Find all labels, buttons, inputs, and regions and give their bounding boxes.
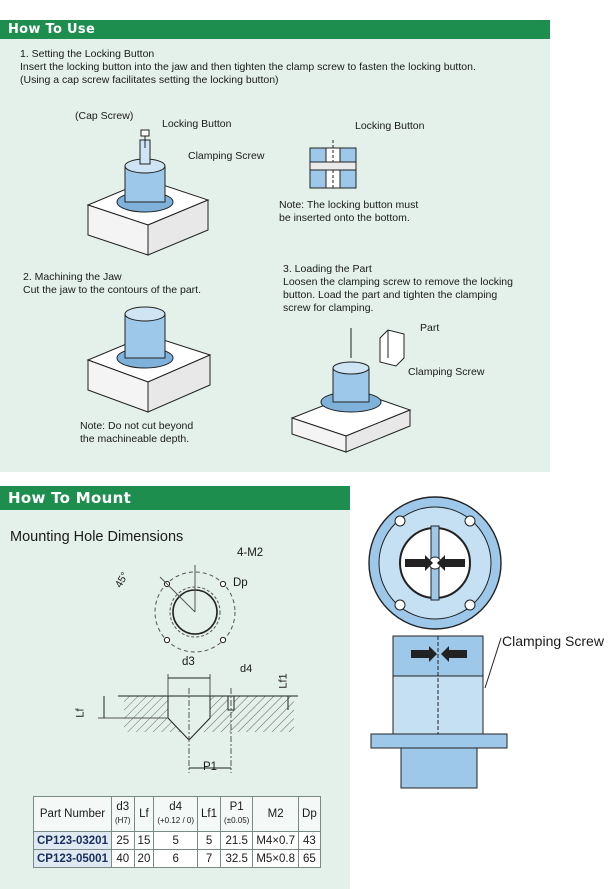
how-to-use-header: How To Use bbox=[0, 20, 550, 39]
chuck-product-figure bbox=[368, 496, 508, 789]
table-header-row: Part Number d3 (H7) Lf d4 (+0.12 / 0) Lf1 P1 (±0… bbox=[33, 796, 321, 832]
table-cell: 6 bbox=[153, 849, 199, 868]
table-cell: 21.5 bbox=[220, 831, 254, 850]
table-header-cell: M2 bbox=[252, 796, 300, 832]
label-clamping-screw-3: Clamping Screw bbox=[408, 366, 485, 378]
note2-line2: the machineable depth. bbox=[80, 433, 190, 445]
table-cell: 40 bbox=[110, 849, 135, 868]
label-d3: d3 bbox=[182, 656, 195, 668]
table-header-label: P1 bbox=[229, 801, 244, 813]
label-clamping-screw-mount: Clamping Screw bbox=[502, 633, 604, 649]
table-header-sublabel: (±0.05) bbox=[224, 816, 250, 825]
table-header-sublabel: (H7) bbox=[114, 816, 131, 825]
table-header-cell: d3 (H7) bbox=[110, 796, 135, 832]
label-cap-screw: (Cap Screw) bbox=[75, 110, 134, 122]
step3-text-line1: Loosen the clamping screw to remove the … bbox=[283, 276, 513, 288]
label-part: Part bbox=[420, 322, 440, 334]
label-d4: d4 bbox=[240, 663, 253, 675]
part-loading-figure bbox=[290, 328, 412, 453]
step2-text-line1: Cut the jaw to the contours of the part. bbox=[23, 284, 202, 296]
table-cell: 25 bbox=[110, 831, 135, 850]
label-dp: Dp bbox=[233, 577, 248, 589]
table-header-label: M2 bbox=[267, 807, 284, 820]
step1-title: 1. Setting the Locking Button bbox=[20, 48, 155, 60]
table-header-label: d3 bbox=[116, 801, 130, 813]
how-to-use-panel bbox=[0, 20, 550, 472]
label-lf: Lf bbox=[74, 708, 87, 718]
dimensions-table: Part Number d3 (H7) Lf d4 (+0.12 / 0) Lf1 P1 (±0… bbox=[33, 796, 321, 868]
label-locking-button-2: Locking Button bbox=[355, 120, 425, 132]
step3-title: 3. Loading the Part bbox=[283, 263, 372, 275]
how-to-mount-header: How To Mount bbox=[0, 486, 350, 510]
jaw-machining-figure bbox=[86, 306, 212, 413]
locking-button-section-figure bbox=[309, 140, 357, 189]
label-clamping-screw: Clamping Screw bbox=[188, 150, 265, 162]
table-cell: 43 bbox=[298, 831, 321, 850]
table-cell: 5 bbox=[153, 831, 199, 850]
note2-line1: Note: Do not cut beyond bbox=[80, 420, 194, 432]
mounting-hole-top-view bbox=[154, 565, 236, 653]
table-header-cell: Dp bbox=[298, 796, 321, 832]
chuck-setting-figure bbox=[86, 129, 210, 256]
table-cell: M5×0.8 bbox=[252, 849, 300, 868]
table-header-label: Part Number bbox=[39, 807, 106, 820]
table-header-cell: P1 (±0.05) bbox=[220, 796, 254, 832]
step3-text-line2: button. Load the part and tighten the cl… bbox=[283, 289, 498, 301]
step2-title: 2. Machining the Jaw bbox=[23, 271, 122, 283]
label-locking-button: Locking Button bbox=[162, 118, 232, 130]
part-number-cell: CP123-05001 bbox=[33, 849, 112, 868]
label-p1: P1 bbox=[203, 761, 218, 773]
table-header-label: d4 bbox=[169, 801, 183, 813]
table-cell: 32.5 bbox=[220, 849, 254, 868]
step1-text-line1: Insert the locking button into the jaw a… bbox=[20, 61, 476, 73]
note1-line2: be inserted onto the bottom. bbox=[279, 212, 410, 224]
table-cell: 5 bbox=[197, 831, 222, 850]
table-cell: M4×0.7 bbox=[252, 831, 300, 850]
mounting-hole-dimensions-title: Mounting Hole Dimensions bbox=[10, 529, 184, 545]
step1-text-line2: (Using a cap screw facilitates setting t… bbox=[20, 74, 279, 86]
note1-line1: Note: The locking button must bbox=[279, 199, 419, 211]
table-header-label: Dp bbox=[302, 807, 317, 820]
table-header-cell: Part Number bbox=[33, 796, 112, 832]
step3-text-line3: screw for clamping. bbox=[283, 302, 374, 314]
table-header-sublabel: (+0.12 / 0) bbox=[157, 816, 195, 825]
mounting-hole-section-view bbox=[98, 674, 298, 773]
label-holes: 4-M2 bbox=[237, 547, 264, 559]
table-cell: 20 bbox=[133, 849, 155, 868]
table-header-label: Lf1 bbox=[201, 807, 218, 820]
table-header-cell: Lf bbox=[133, 796, 155, 832]
table-header-cell: Lf1 bbox=[197, 796, 222, 832]
label-lf1: Lf1 bbox=[277, 673, 290, 689]
table-cell: 15 bbox=[133, 831, 155, 850]
table-header-cell: d4 (+0.12 / 0) bbox=[153, 796, 199, 832]
table-cell: 7 bbox=[197, 849, 222, 868]
table-cell: 65 bbox=[298, 849, 321, 868]
part-number-cell: CP123-03201 bbox=[33, 831, 112, 850]
table-header-label: Lf bbox=[139, 807, 149, 820]
